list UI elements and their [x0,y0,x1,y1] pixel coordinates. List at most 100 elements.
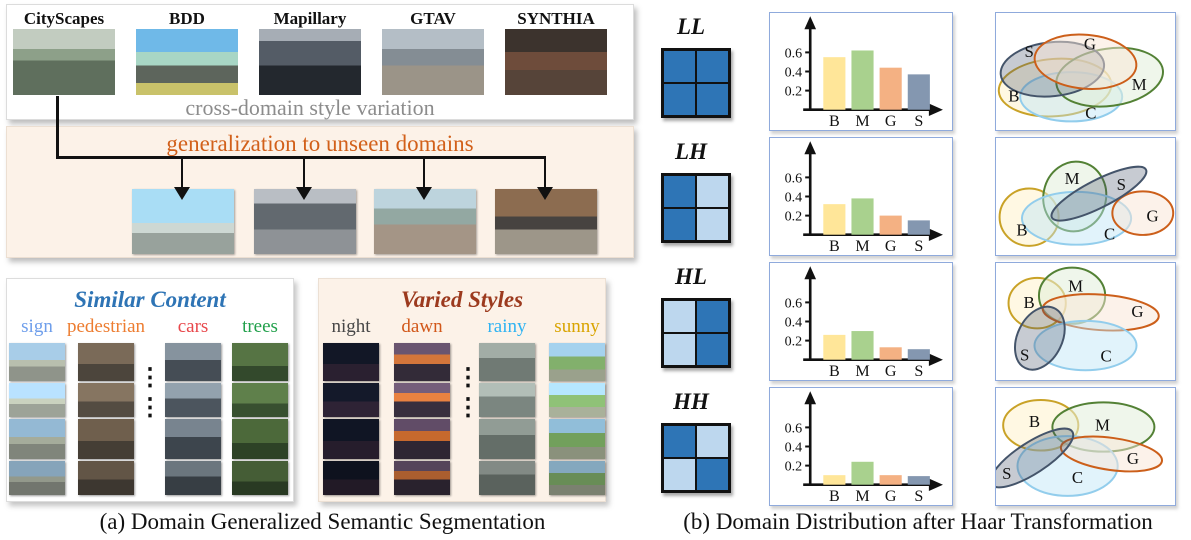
subband-label: HH [673,389,709,414]
bar-S [907,220,930,235]
bar-M [851,50,874,110]
x-category-label: S [914,363,923,380]
venn-ellipse-G [1033,33,1138,90]
thumbnail-image [323,419,379,459]
venn-ellipse-M [1042,160,1108,233]
venn-label-G: G [1131,302,1143,321]
thumbnail-image [232,383,288,417]
dataset-item-mapillary: Mapillary [259,8,361,95]
x-category-label: M [855,363,869,380]
column-label-sign: sign [21,316,53,337]
thumbnail-image [323,461,379,495]
haar-grid-cell-light [697,426,728,457]
thumbnail-column [9,343,65,495]
source-domains-box: CityScapes BDD Mapillary GTAV SYNTHIA [6,4,634,120]
arrow-stem [543,156,547,188]
thumbnail-column [394,343,450,495]
y-tick-label: 0.6 [785,45,803,61]
thumbnail-image [232,343,288,381]
bar-M [851,198,874,235]
dataset-label: Mapillary [273,9,347,28]
connector-line-horizontal [56,156,546,159]
thumbnail-column [479,343,535,495]
style-variation-caption: cross-domain style variation [185,95,435,120]
x-category-label: S [914,488,923,505]
thumbnail-image [232,461,288,495]
caption-a: (a) Domain Generalized Semantic Segmenta… [99,509,546,534]
thumbnail-column [549,343,605,495]
varied-styles-box: Varied Styles night dawn rainy sunny ⋮ ⋮ [318,278,606,502]
thumbnail-image [9,343,65,381]
x-category-label: B [829,113,840,130]
haar-filter-grid [661,173,731,243]
x-category-label: G [885,363,897,380]
haar-grid-cell-light [664,459,695,490]
bar-G [879,215,902,235]
y-tick-label: 0.2 [785,334,803,350]
haar-grid-cell-dark [697,459,728,490]
haar-grid-cell-dark [697,84,728,115]
bar-S [907,349,930,360]
bar-M [851,461,874,485]
dataset-item-synthia: SYNTHIA [505,8,607,95]
dataset-item-bdd: BDD [136,8,238,95]
thumbnail-column [323,343,379,495]
venn-label-C: C [1104,225,1115,244]
thumbnail-image [479,461,535,495]
column-label-rainy: rainy [487,316,527,337]
venn-label-S: S [1020,346,1029,365]
y-tick-label: 0.4 [785,440,803,456]
thumbnail-image [549,461,605,495]
thumbnail-column [78,343,134,495]
thumbnail-image [479,383,535,417]
venn-ellipse-S [1014,305,1066,371]
similar-content-box: Similar Content sign pedestrian cars tre… [6,278,294,502]
x-category-label: M [855,113,869,130]
bar-G [879,67,902,110]
thumbnail-image [165,461,221,495]
thumbnail-image [78,343,134,381]
dataset-label: GTAV [410,9,456,28]
haar-grid-cell-dark [664,176,695,207]
thumbnail-image [394,383,450,417]
venn-label-G: G [1147,206,1159,225]
bar-G [879,475,902,485]
thumbnail-image [165,383,221,417]
generalization-caption: generalization to unseen domains [166,131,474,156]
thumbnail-image [9,461,65,495]
column-label-sunny: sunny [554,316,600,337]
y-tick-label: 0.6 [785,170,803,186]
arrow-down-icon [416,187,432,200]
venn-label-G: G [1127,449,1139,468]
venn-label-C: C [1072,468,1083,487]
dataset-row: CityScapes BDD Mapillary GTAV SYNTHIA [13,8,607,95]
venn-label-C: C [1085,104,1096,123]
dataset-image-bdd [136,29,238,95]
dataset-item-gtav: GTAV [382,8,484,95]
y-tick-label: 0.6 [785,295,803,311]
y-tick-label: 0.2 [785,459,803,475]
venn-label-S: S [1002,464,1011,483]
bar-G [879,347,902,360]
y-tick-label: 0.6 [785,420,803,436]
thumbnail-image [9,383,65,417]
arrow-down-icon [296,187,312,200]
haar-filter-grid [661,298,731,368]
venn-label-M: M [1068,276,1083,295]
similar-content-title: Similar Content [74,287,226,312]
dataset-label: CityScapes [23,9,105,28]
venn-label-M: M [1065,169,1080,188]
